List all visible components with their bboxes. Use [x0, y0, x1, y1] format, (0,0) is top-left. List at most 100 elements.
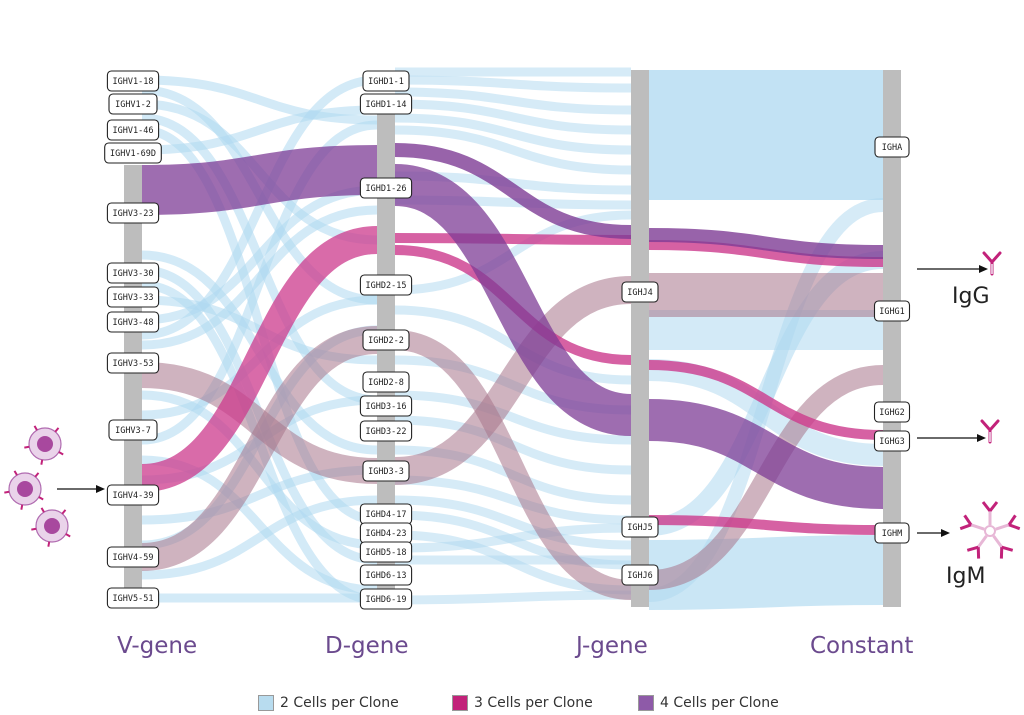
gene-node-label: IGHD4-17 [366, 510, 407, 520]
b-cell-icon [24, 425, 64, 465]
legend-swatch-2-cells [258, 695, 274, 711]
gene-node-box [106, 587, 160, 609]
flow-ribbon [394, 390, 632, 445]
gene-node-box [359, 420, 413, 442]
gene-node: IGHD2-8 [362, 371, 410, 393]
flow-ribbon [394, 276, 632, 485]
legend-item-3-cells: 3 Cells per Clone [452, 693, 593, 713]
gene-node-box [106, 484, 160, 506]
legend-label-3-cells: 3 Cells per Clone [474, 695, 593, 711]
gene-node: IGHD1-14 [359, 93, 413, 115]
gene-node-label: IGHV4-59 [113, 553, 154, 563]
legend-swatch-3-cells [452, 695, 468, 711]
gene-node: IGHD4-17 [359, 503, 413, 525]
gene-node-label: IGHG3 [879, 437, 905, 447]
gene-node-label: IGHV1-46 [113, 126, 154, 136]
flow-ribbon [394, 113, 632, 155]
flow-ribbon [394, 330, 632, 600]
gene-node-label: IGHD3-3 [368, 467, 404, 477]
gene-node-label: IGHD2-8 [368, 378, 404, 388]
gene-node: IGHD6-13 [359, 564, 413, 586]
gene-node: IGHV4-59 [106, 546, 160, 568]
flow-ribbon [141, 185, 378, 325]
gene-node-label: IGHV4-39 [113, 491, 154, 501]
column-title-constant: Constant [810, 633, 914, 659]
gene-node-label: IGHJ5 [627, 523, 653, 533]
gene-node: IGHV3-48 [106, 311, 160, 333]
flow-ribbon [394, 99, 632, 135]
gene-node: IGHV3-53 [106, 352, 160, 374]
flow-layer [141, 67, 884, 610]
gene-node: IGHV3-23 [106, 202, 160, 224]
flow-ribbon [141, 226, 378, 492]
gene-node-box [621, 281, 659, 303]
gene-node: IGHV4-39 [106, 484, 160, 506]
igm-label: IgM [946, 564, 986, 589]
gene-node-label: IGHV3-30 [113, 269, 154, 279]
flow-ribbon [394, 233, 632, 245]
gene-node-box [106, 119, 160, 141]
gene-node: IGHD3-16 [359, 395, 413, 417]
gene-node: IGHV1-69D [104, 142, 162, 164]
gene-node-box [106, 262, 160, 284]
gene-bar-v [124, 165, 142, 600]
gene-node-box [108, 419, 158, 441]
antibody-icon [982, 251, 1002, 276]
gene-node: IGHD2-15 [359, 274, 413, 296]
gene-node-label: IGHJ4 [627, 288, 653, 298]
gene-node-box [873, 300, 911, 322]
gene-node-label: IGHA [882, 143, 902, 153]
gene-node-box [106, 286, 160, 308]
gene-node-label: IGHV5-51 [113, 594, 154, 604]
legend-label-2-cells: 2 Cells per Clone [280, 695, 399, 711]
gene-node: IGHV3-33 [106, 286, 160, 308]
gene-node: IGHA [874, 136, 910, 158]
gene-node-label: IGHV1-18 [113, 77, 154, 87]
gene-bar-c [883, 70, 901, 607]
flow-ribbon [394, 305, 632, 385]
gene-node-box [106, 70, 160, 92]
gene-node-label: IGHV3-48 [113, 318, 154, 328]
column-title-d-gene: D-gene [325, 633, 409, 659]
column-title-v-gene: V-gene [117, 633, 198, 659]
flow-ribbon [141, 145, 378, 215]
flow-ribbon [394, 125, 632, 175]
gene-node-label: IGHV1-69D [110, 149, 156, 159]
gene-node-box [362, 329, 410, 351]
gene-node-box [621, 516, 659, 538]
arrow-right-icon [917, 434, 986, 442]
gene-node: IGHV1-18 [106, 70, 160, 92]
gene-node-label: IGHD4-23 [366, 529, 407, 539]
b-cell-icon [31, 507, 71, 547]
gene-node-box [362, 371, 410, 393]
gene-node: IGHD1-1 [362, 70, 410, 92]
legend-item-2-cells: 2 Cells per Clone [258, 693, 399, 713]
gene-node-box [106, 311, 160, 333]
gene-node-box [873, 430, 911, 452]
antibody-icon [980, 419, 1000, 444]
flow-ribbon [648, 399, 884, 509]
gene-node: IGHV1-2 [108, 93, 158, 115]
flow-ribbon [393, 164, 633, 436]
gene-node-box [362, 460, 410, 482]
gene-node-box [873, 401, 911, 423]
flow-ribbon [394, 495, 632, 550]
flow-ribbon [648, 240, 884, 267]
gene-node: IGHJ4 [621, 281, 659, 303]
gene-node-label: IGHG2 [879, 408, 905, 418]
flow-ribbon [141, 495, 378, 580]
gene-node: IGHV3-30 [106, 262, 160, 284]
flow-ribbon [141, 75, 378, 125]
gene-node: IGHD3-3 [362, 460, 410, 482]
gene-node-box [106, 546, 160, 568]
flow-ribbon [394, 75, 632, 93]
gene-node: IGHG1 [873, 300, 911, 322]
gene-node: IGHD6-19 [359, 588, 413, 610]
gene-node-label: IGHD6-13 [366, 571, 407, 581]
legend-swatch-4-cells [638, 695, 654, 711]
gene-node: IGHG3 [873, 430, 911, 452]
gene-node-label: IGHV3-23 [113, 209, 154, 219]
gene-node-label: IGHV3-53 [113, 359, 154, 369]
